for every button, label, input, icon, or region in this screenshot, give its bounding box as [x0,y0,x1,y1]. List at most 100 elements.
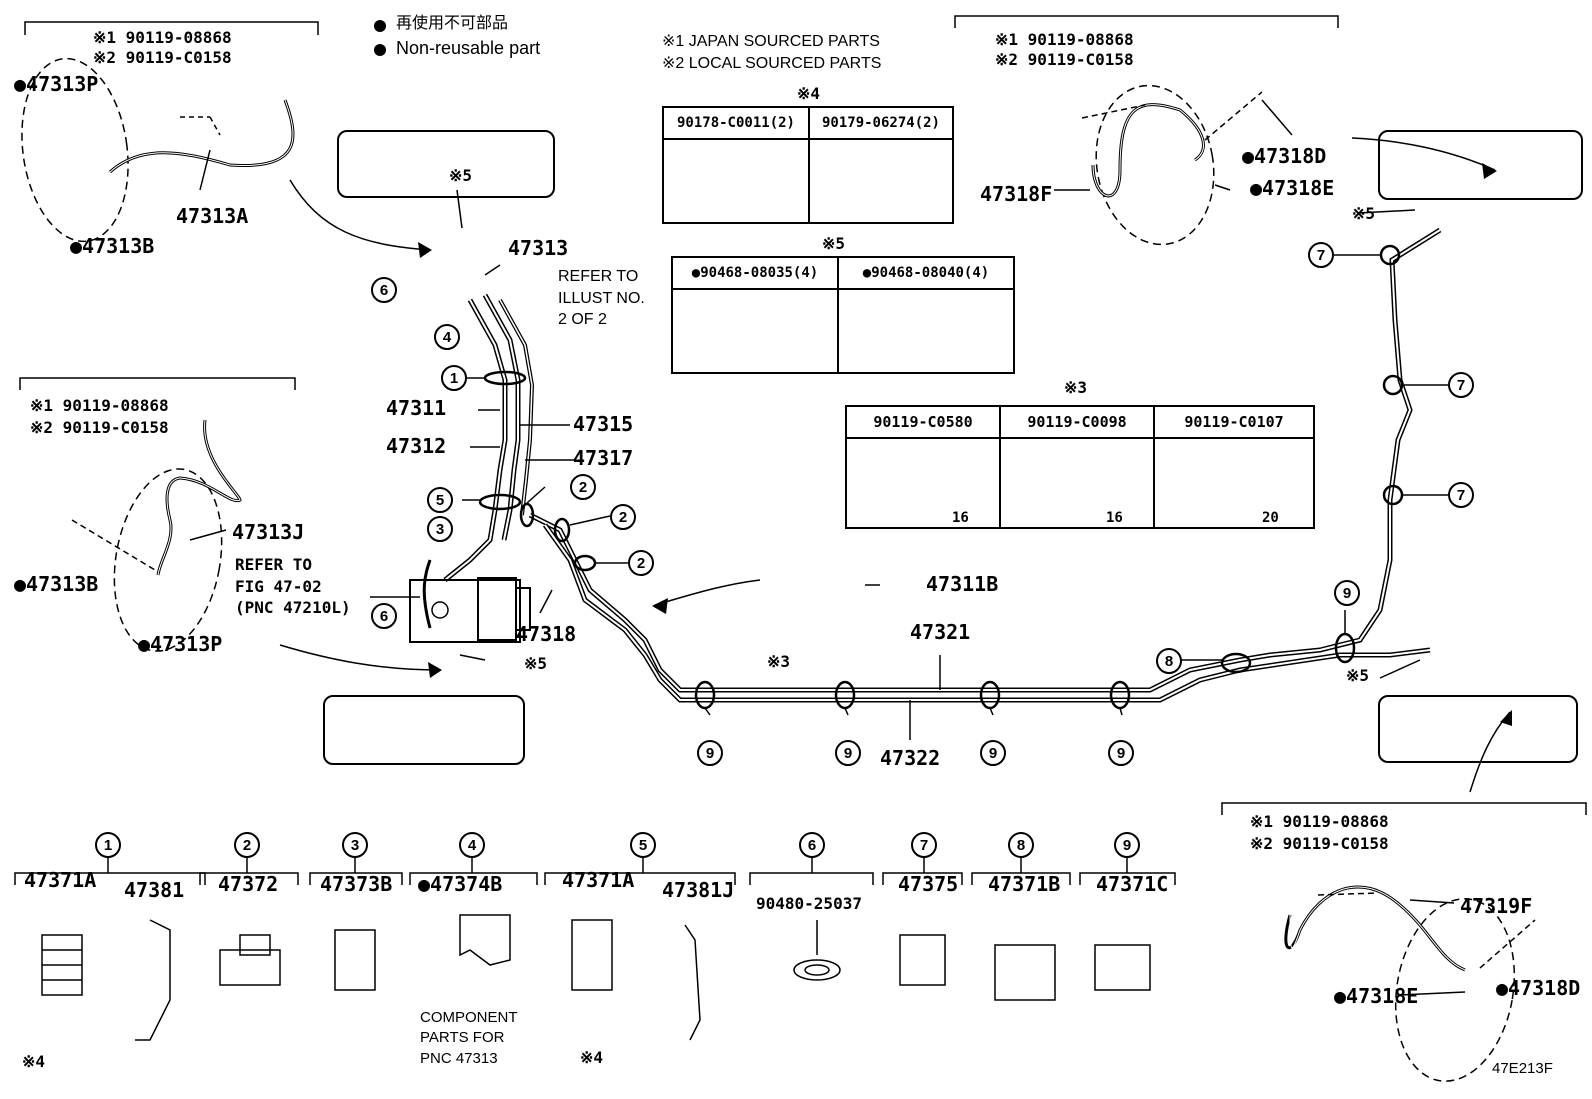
note-local-sourced: ※2 LOCAL SOURCED PARTS [662,55,882,72]
legend-part-47381: 47381 [124,878,185,902]
legend-callout-4: 4 [459,832,485,858]
refer-box-bottom [323,695,525,765]
table3-dim1: 16 [952,510,969,526]
marker-3-table: ※3 [1064,378,1088,397]
note-japan-sourced: ※1 JAPAN SOURCED PARTS [662,33,880,50]
bolt-ref-japan: ※1 90119-08868 [93,28,232,47]
legend-callout-5: 5 [630,832,656,858]
part-47313P-mid: ●47313P [138,632,223,656]
part-47313B-mid: ●47313B [14,572,99,596]
callout-7-a: 7 [1308,242,1334,268]
callout-8: 8 [1156,648,1182,674]
callout-6-top: 6 [371,277,397,303]
marker-4-table: ※4 [797,84,821,103]
callout-7-c: 7 [1448,482,1474,508]
legend-callout-8: 8 [1008,832,1034,858]
legend-part-47381J: 47381J [662,878,735,902]
callout-9-c: 9 [980,740,1006,766]
legend-part-47371B: 47371B [988,872,1061,896]
table-marker-3: 90119-C0580 90119-C0098 90119-C0107 [845,405,1315,529]
part-47322: 47322 [880,746,941,770]
part-47313A: 47313A [176,204,249,228]
refer-fig-note: REFER TO FIG 47-02 (PNC 47210L) [235,555,351,618]
diagram-id: 47E213F [1492,1060,1553,1077]
legend-part-47371A-1: 47371A [24,868,97,892]
table3-dim3: 20 [1262,510,1279,526]
table3-dim2: 16 [1106,510,1123,526]
legend-part-47371A-5: 47371A [562,868,635,892]
callout-9-e: 9 [1334,580,1360,606]
marker-5-bottom: ※5 [524,654,548,673]
callout-7-b: 7 [1448,372,1474,398]
bolt-ref-japan-br: ※1 90119-08868 [1250,812,1389,831]
part-47319F: 47319F [1460,894,1533,918]
part-47312: 47312 [386,434,447,458]
refer-box-top [337,130,555,198]
part-47318E-br: ●47318E [1334,984,1419,1008]
table4-col2: 90179-06274(2) [810,108,952,140]
part-47318E-tr: ●47318E [1250,176,1335,200]
callout-5: 5 [427,487,453,513]
part-47313J: 47313J [232,520,305,544]
callout-9-d: 9 [1108,740,1134,766]
bolt-ref-japan-mid: ※1 90119-08868 [30,396,169,415]
table3-col2: 90119-C0098 [1001,407,1155,439]
callout-9-b: 9 [835,740,861,766]
legend-callout-3: 3 [342,832,368,858]
marker-5-right-top: ※5 [1352,204,1376,223]
table-marker-4: 90178-C0011(2) 90179-06274(2) [662,106,954,224]
bolt-ref-local-mid: ※2 90119-C0158 [30,418,169,437]
marker-5-table: ※5 [822,234,846,253]
part-47321: 47321 [910,620,971,644]
callout-2-c: 2 [628,550,654,576]
callout-2-b: 2 [610,504,636,530]
legend-part-47371C: 47371C [1096,872,1169,896]
legend-callout-7: 7 [911,832,937,858]
refer-illust-note: REFER TO ILLUST NO. 2 OF 2 [558,268,645,329]
refer-box-right-top [1378,130,1583,200]
legend-callout-1: 1 [95,832,121,858]
part-47315: 47315 [573,412,634,436]
bolt-ref-japan-tr: ※1 90119-08868 [995,30,1134,49]
part-47317: 47317 [573,446,634,470]
table5-col2: ●90468-08040(4) [839,258,1013,290]
legend-non-reusable-en: Non-reusable part [396,38,541,58]
part-47318D-tr: ●47318D [1242,144,1327,168]
component-parts-note: COMPONENT PARTS FOR PNC 47313 [420,1009,518,1067]
legend-part-47374B: ●47374B [418,872,503,896]
table5-col1: ●90468-08035(4) [673,258,839,290]
legend-part-47372: 47372 [218,872,279,896]
part-47311B: 47311B [926,572,999,596]
bolt-ref-local-br: ※2 90119-C0158 [1250,834,1389,853]
marker-4-legend-1: ※4 [22,1052,46,1071]
legend-callout-6: 6 [799,832,825,858]
legend-non-reusable-jp: 再使用不可部品 [396,15,509,32]
callout-2-a: 2 [570,474,596,500]
part-47318D-br: ●47318D [1496,976,1581,1000]
table3-col3: 90119-C0107 [1155,407,1313,439]
legend-part-47375: 47375 [898,872,959,896]
part-47313P-topleft: ●47313P [14,72,99,96]
part-47318F: 47318F [980,182,1053,206]
callout-3: 3 [427,516,453,542]
legend-part-47373B: 47373B [320,872,393,896]
bolt-ref-local-tr: ※2 90119-C0158 [995,50,1134,69]
legend-part-90480-25037: 90480-25037 [756,894,862,913]
table-marker-5: ●90468-08035(4) ●90468-08040(4) [671,256,1015,374]
part-47313B-topleft: ●47313B [70,234,155,258]
legend-callout-2: 2 [234,832,260,858]
callout-4: 4 [434,324,460,350]
marker-5-top: ※5 [449,166,473,185]
part-47318: 47318 [516,622,577,646]
callout-6-bottom: 6 [371,603,397,629]
part-47311: 47311 [386,396,447,420]
bolt-ref-local: ※2 90119-C0158 [93,48,232,67]
marker-4-legend-5: ※4 [580,1048,604,1067]
callout-1: 1 [441,365,467,391]
table4-col1: 90178-C0011(2) [664,108,810,140]
table3-col1: 90119-C0580 [847,407,1001,439]
refer-box-right-bottom [1378,695,1578,763]
legend-callout-9: 9 [1114,832,1140,858]
